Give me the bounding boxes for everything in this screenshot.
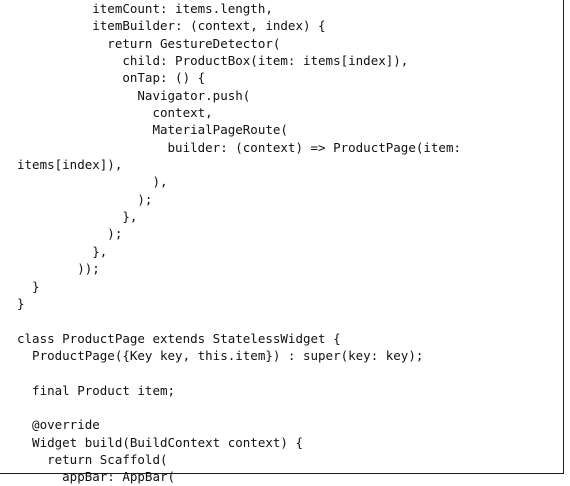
code-line: builder: (context) => ProductPage(item: [17, 139, 462, 155]
code-line: } [17, 295, 25, 311]
code-line: }, [17, 209, 138, 225]
code-line: @override [17, 417, 100, 433]
code-line: itemCount: items.length, [17, 1, 273, 16]
code-line: final Product item; [17, 382, 176, 398]
code-line: context, [17, 105, 213, 121]
code-line: ); [17, 191, 153, 207]
code-line: itemBuilder: (context, index) { [17, 18, 326, 34]
code-line: onTap: () { [17, 70, 206, 86]
code-line [17, 312, 461, 329]
code-line [17, 399, 461, 416]
code-line: )); [17, 261, 100, 277]
code-line: ), [17, 174, 168, 190]
code-line: return GestureDetector( [17, 35, 281, 51]
code-line: MaterialPageRoute( [17, 122, 288, 138]
code-line: ProductPage({Key key, this.item}) : supe… [17, 347, 424, 363]
code-line: return Scaffold( [17, 451, 168, 467]
code-line: class ProductPage extends StatelessWidge… [17, 330, 341, 346]
code-line: Widget build(BuildContext context) { [17, 434, 303, 450]
code-line: } [17, 278, 40, 294]
code-line: items[index]), [17, 157, 123, 173]
code-block: itemCount: items.length, itemBuilder: (c… [17, 0, 461, 486]
code-line: Navigator.push( [17, 87, 251, 103]
code-line [17, 364, 461, 381]
code-line: child: ProductBox(item: items[index]), [17, 53, 409, 69]
code-line: ); [17, 226, 123, 242]
code-line: }, [17, 243, 108, 259]
code-line: appBar: AppBar( [17, 469, 176, 485]
